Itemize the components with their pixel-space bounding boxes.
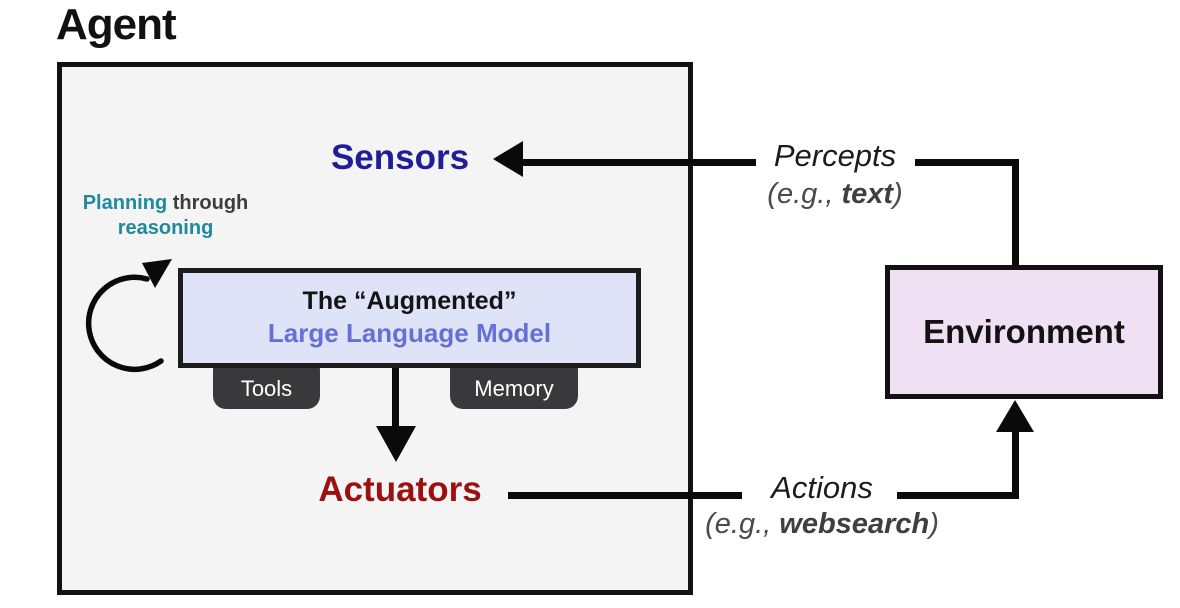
llm-title-line1: The “Augmented” <box>302 287 517 316</box>
percepts-example: (e.g., text) <box>745 178 925 211</box>
actions-to-environment-line <box>897 492 1019 499</box>
reasoning-loop-arrow-icon <box>85 259 172 373</box>
arrowhead-down-icon <box>376 426 416 462</box>
environment-box: Environment <box>885 265 1163 399</box>
percepts-to-sensors-line <box>520 159 756 166</box>
through-word: through <box>167 192 249 214</box>
percepts-example-prefix: (e.g., <box>767 178 842 210</box>
environment-to-percepts-line <box>915 159 1019 166</box>
actions-example-prefix: (e.g., <box>705 508 780 540</box>
actions-example-bold: websearch <box>779 508 930 540</box>
environment-label: Environment <box>923 313 1125 350</box>
tools-tab-label: Tools <box>240 376 293 401</box>
planning-word: Planning <box>82 192 168 214</box>
planning-note: Planning through reasoning <box>58 191 273 241</box>
actions-label: Actions <box>771 470 873 505</box>
percepts-label: Percepts <box>773 138 897 173</box>
arrowhead-up-icon <box>996 400 1034 432</box>
tools-tab: Tools <box>213 360 320 409</box>
actions-example: (e.g., websearch) <box>672 508 972 541</box>
actions-example-suffix: ) <box>929 508 939 540</box>
actuators-to-actions-line <box>508 492 742 499</box>
memory-tab: Memory <box>450 360 578 409</box>
memory-tab-label: Memory <box>474 376 554 401</box>
percepts-example-bold: text <box>841 178 894 210</box>
llm-box: The “Augmented” Large Language Model <box>178 268 641 368</box>
arrowhead-left-icon <box>493 141 523 177</box>
percepts-vertical-line <box>1012 159 1019 267</box>
sensors-label: Sensors <box>330 138 470 177</box>
llm-to-actuators-line <box>392 368 399 426</box>
llm-title-line2: Large Language Model <box>267 318 552 349</box>
agent-title: Agent <box>56 0 177 49</box>
actions-vertical-line <box>1012 428 1019 499</box>
percepts-example-suffix: ) <box>893 178 903 210</box>
reasoning-word: reasoning <box>117 217 214 239</box>
actuators-label: Actuators <box>318 470 482 509</box>
